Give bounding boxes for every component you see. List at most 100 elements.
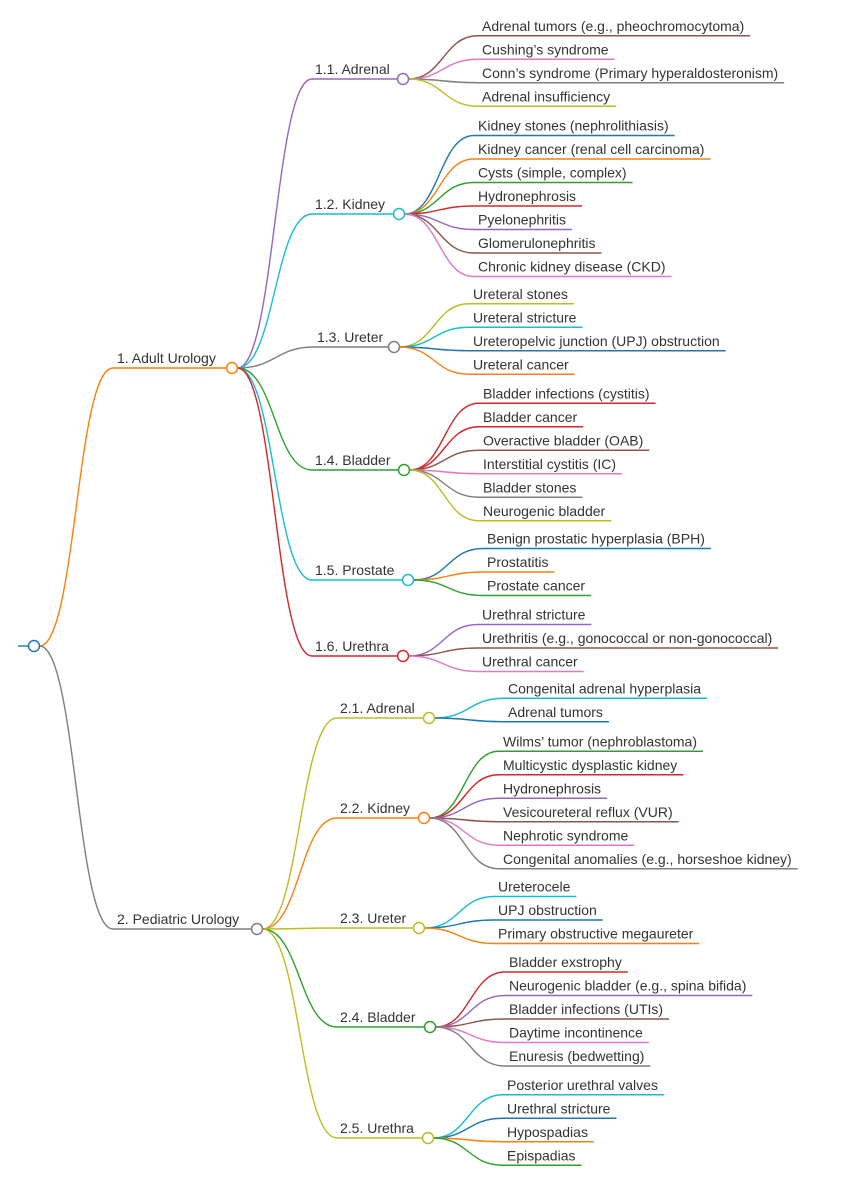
leaf-edge: [433, 1117, 504, 1139]
category-edge: [262, 927, 338, 930]
branch-edge: [39, 645, 114, 930]
leaf-label: Chronic kidney disease (CKD): [478, 259, 666, 275]
category-edge: [262, 817, 338, 930]
root-node[interactable]: [27, 639, 41, 653]
leaf-edge: [413, 579, 484, 597]
category-node[interactable]: [392, 207, 406, 221]
leaf-label: Hypospadias: [507, 1124, 588, 1140]
branch-edge: [39, 367, 114, 647]
category-label: 2.4. Bladder: [340, 1009, 416, 1025]
leaf-edge: [433, 1094, 504, 1139]
leaf-edge: [404, 158, 475, 215]
leaf-label: Adrenal insufficiency: [482, 88, 610, 104]
leaf-label: Congenital adrenal hyperplasia: [508, 680, 701, 696]
leaf-edge: [435, 1026, 506, 1044]
category-node[interactable]: [401, 573, 415, 587]
branch-node[interactable]: [250, 922, 264, 936]
leaf-label: Ureteral stricture: [473, 309, 577, 325]
category-edge: [237, 346, 315, 369]
leaf-edge: [429, 774, 500, 819]
category-label: 2.2. Kidney: [340, 800, 410, 816]
leaf-label: Primary obstructive megaureter: [498, 926, 694, 942]
leaf-label: Neurogenic bladder (e.g., spina bifida): [509, 978, 746, 994]
leaf-label: Neurogenic bladder: [483, 503, 606, 519]
category-node[interactable]: [396, 72, 410, 86]
leaf-label: Bladder infections (cystitis): [483, 385, 650, 401]
leaf-label: Enuresis (bedwetting): [509, 1048, 644, 1064]
category-label: 1.6. Urethra: [315, 638, 389, 654]
category-node[interactable]: [417, 811, 431, 825]
category-edge: [237, 213, 313, 369]
leaf-label: Urethral stricture: [482, 607, 586, 623]
leaf-edge: [409, 426, 480, 471]
leaf-label: Congenital anomalies (e.g., horseshoe ki…: [503, 851, 792, 867]
category-label: 1.5. Prostate: [315, 562, 395, 578]
leaf-label: Overactive bladder (OAB): [483, 432, 643, 448]
category-node[interactable]: [423, 1020, 437, 1034]
leaf-edge: [399, 346, 470, 375]
category-edge: [237, 367, 313, 657]
category-node[interactable]: [421, 1131, 435, 1145]
leaf-edge: [424, 895, 495, 929]
leaf-label: Hydronephrosis: [503, 780, 601, 796]
category-label: 1.4. Bladder: [315, 452, 391, 468]
leaf-label: Daytime incontinence: [509, 1025, 643, 1041]
leaf-edge: [404, 213, 475, 254]
leaf-label: Pyelonephritis: [478, 212, 566, 228]
category-label: 1.1. Adrenal: [315, 61, 390, 77]
category-node[interactable]: [397, 463, 411, 477]
category-node[interactable]: [422, 711, 436, 725]
leaf-label: Multicystic dysplastic kidney: [503, 757, 677, 773]
leaf-label: Vesicoureteral reflux (VUR): [503, 804, 673, 820]
leaf-label: Urethral cancer: [482, 654, 578, 670]
category-node[interactable]: [412, 921, 426, 935]
category-label: 2.3. Ureter: [340, 910, 406, 926]
leaf-edge: [404, 213, 475, 278]
leaf-label: Ureteropelvic junction (UPJ) obstruction: [473, 333, 720, 349]
category-node[interactable]: [396, 649, 410, 663]
category-label: 1.2. Kidney: [315, 196, 385, 212]
leaf-label: Conn’s syndrome (Primary hyperaldosteron…: [482, 65, 778, 81]
leaf-edge: [435, 971, 506, 1028]
category-edge: [237, 367, 313, 471]
leaf-edge: [429, 750, 500, 819]
leaf-label: Ureteral cancer: [473, 356, 569, 372]
leaf-edge: [404, 134, 475, 215]
branch-node[interactable]: [225, 361, 239, 375]
leaf-label: Bladder infections (UTIs): [509, 1001, 663, 1017]
mindmap-edges: [18, 35, 798, 1166]
leaf-edge: [434, 717, 505, 723]
leaf-label: Benign prostatic hyperplasia (BPH): [487, 531, 705, 547]
category-label: 2.1. Adrenal: [340, 700, 415, 716]
category-edge: [262, 717, 338, 930]
leaf-label: Prostatitis: [487, 554, 548, 570]
branch-label: 1. Adult Urology: [117, 350, 216, 366]
category-edge: [262, 928, 338, 1028]
category-label: 2.5. Urethra: [340, 1120, 414, 1136]
leaf-edge: [408, 623, 479, 657]
leaf-edge: [435, 1026, 506, 1067]
leaf-label: Bladder exstrophy: [509, 954, 622, 970]
leaf-edge: [399, 303, 470, 348]
leaf-label: Cushing’s syndrome: [482, 41, 609, 57]
category-edge: [262, 928, 338, 1139]
leaf-label: Ureterocele: [498, 879, 571, 895]
leaf-label: Glomerulonephritis: [478, 235, 596, 251]
leaf-label: Adrenal tumors: [508, 704, 603, 720]
leaf-edge: [399, 326, 470, 348]
leaf-label: Urethral stricture: [507, 1100, 611, 1116]
leaf-label: Bladder cancer: [483, 409, 578, 425]
leaf-label: Cysts (simple, complex): [478, 165, 627, 181]
leaf-edge: [409, 469, 480, 522]
category-node[interactable]: [387, 340, 401, 354]
leaf-edge: [433, 1137, 504, 1166]
leaf-label: Urethritis (e.g., gonococcal or non-gono…: [482, 630, 772, 646]
leaf-edge: [404, 181, 475, 215]
leaf-edge: [429, 817, 500, 870]
leaf-label: Kidney stones (nephrolithiasis): [478, 118, 669, 134]
leaf-edge: [408, 78, 479, 107]
leaf-label: Ureteral stones: [473, 286, 568, 302]
leaf-label: Prostate cancer: [487, 578, 585, 594]
